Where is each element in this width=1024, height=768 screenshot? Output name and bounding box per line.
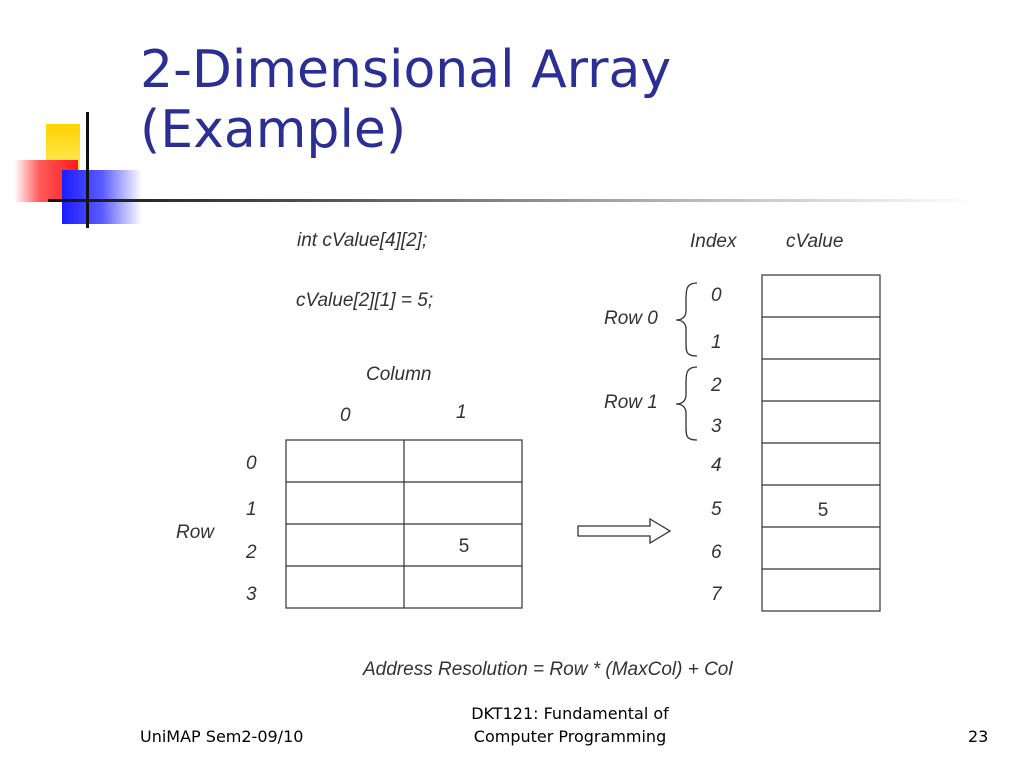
index-2: 2 bbox=[711, 375, 722, 396]
column-label: Column bbox=[366, 364, 432, 385]
index-0: 0 bbox=[711, 285, 722, 306]
index-3: 3 bbox=[711, 416, 722, 437]
cvalue-header: cValue bbox=[786, 231, 844, 252]
index-7: 7 bbox=[711, 584, 722, 605]
right-arrow-icon bbox=[577, 517, 672, 545]
table-2d-grid bbox=[285, 439, 523, 609]
row-0-brace-icon bbox=[675, 282, 698, 357]
row-0-group-label: Row 0 bbox=[604, 308, 658, 329]
decorative-blue-block bbox=[62, 170, 142, 224]
row-header-3: 3 bbox=[246, 584, 257, 605]
index-1: 1 bbox=[711, 332, 722, 353]
slide-title-line-2: (Example) bbox=[140, 100, 407, 160]
title-underline bbox=[48, 199, 976, 202]
memory-column-grid bbox=[761, 274, 881, 612]
page-number: 23 bbox=[968, 727, 989, 746]
footer-institution: UniMAP Sem2-09/10 bbox=[140, 727, 304, 746]
slide-title: 2-Dimensional Array (Example) bbox=[140, 40, 960, 160]
slide-title-line-1: 2-Dimensional Array bbox=[140, 40, 672, 100]
column-header-0: 0 bbox=[340, 405, 351, 426]
array-declaration: int cValue[4][2]; bbox=[297, 230, 428, 251]
array-assignment: cValue[2][1] = 5; bbox=[296, 290, 434, 311]
decorative-vertical-line bbox=[86, 112, 89, 228]
index-header: Index bbox=[690, 231, 737, 252]
row-header-2: 2 bbox=[246, 542, 257, 563]
index-4: 4 bbox=[711, 455, 722, 476]
row-header-1: 1 bbox=[246, 499, 257, 520]
index-6: 6 bbox=[711, 542, 722, 563]
footer-course-line-2: Computer Programming bbox=[473, 727, 667, 746]
row-1-group-label: Row 1 bbox=[604, 392, 658, 413]
row-header-0: 0 bbox=[246, 453, 257, 474]
column-header-1: 1 bbox=[456, 402, 467, 423]
memory-cell-5: 5 bbox=[818, 500, 829, 521]
row-label: Row bbox=[176, 522, 215, 543]
footer-course-line-1: DKT121: Fundamental of bbox=[471, 704, 669, 723]
footer-course: DKT121: Fundamental of Computer Programm… bbox=[420, 702, 720, 748]
cell-row2-col1: 5 bbox=[459, 536, 470, 557]
row-1-brace-icon bbox=[675, 366, 698, 441]
index-5: 5 bbox=[711, 499, 722, 520]
address-formula: Address Resolution = Row * (MaxCol) + Co… bbox=[363, 659, 733, 680]
